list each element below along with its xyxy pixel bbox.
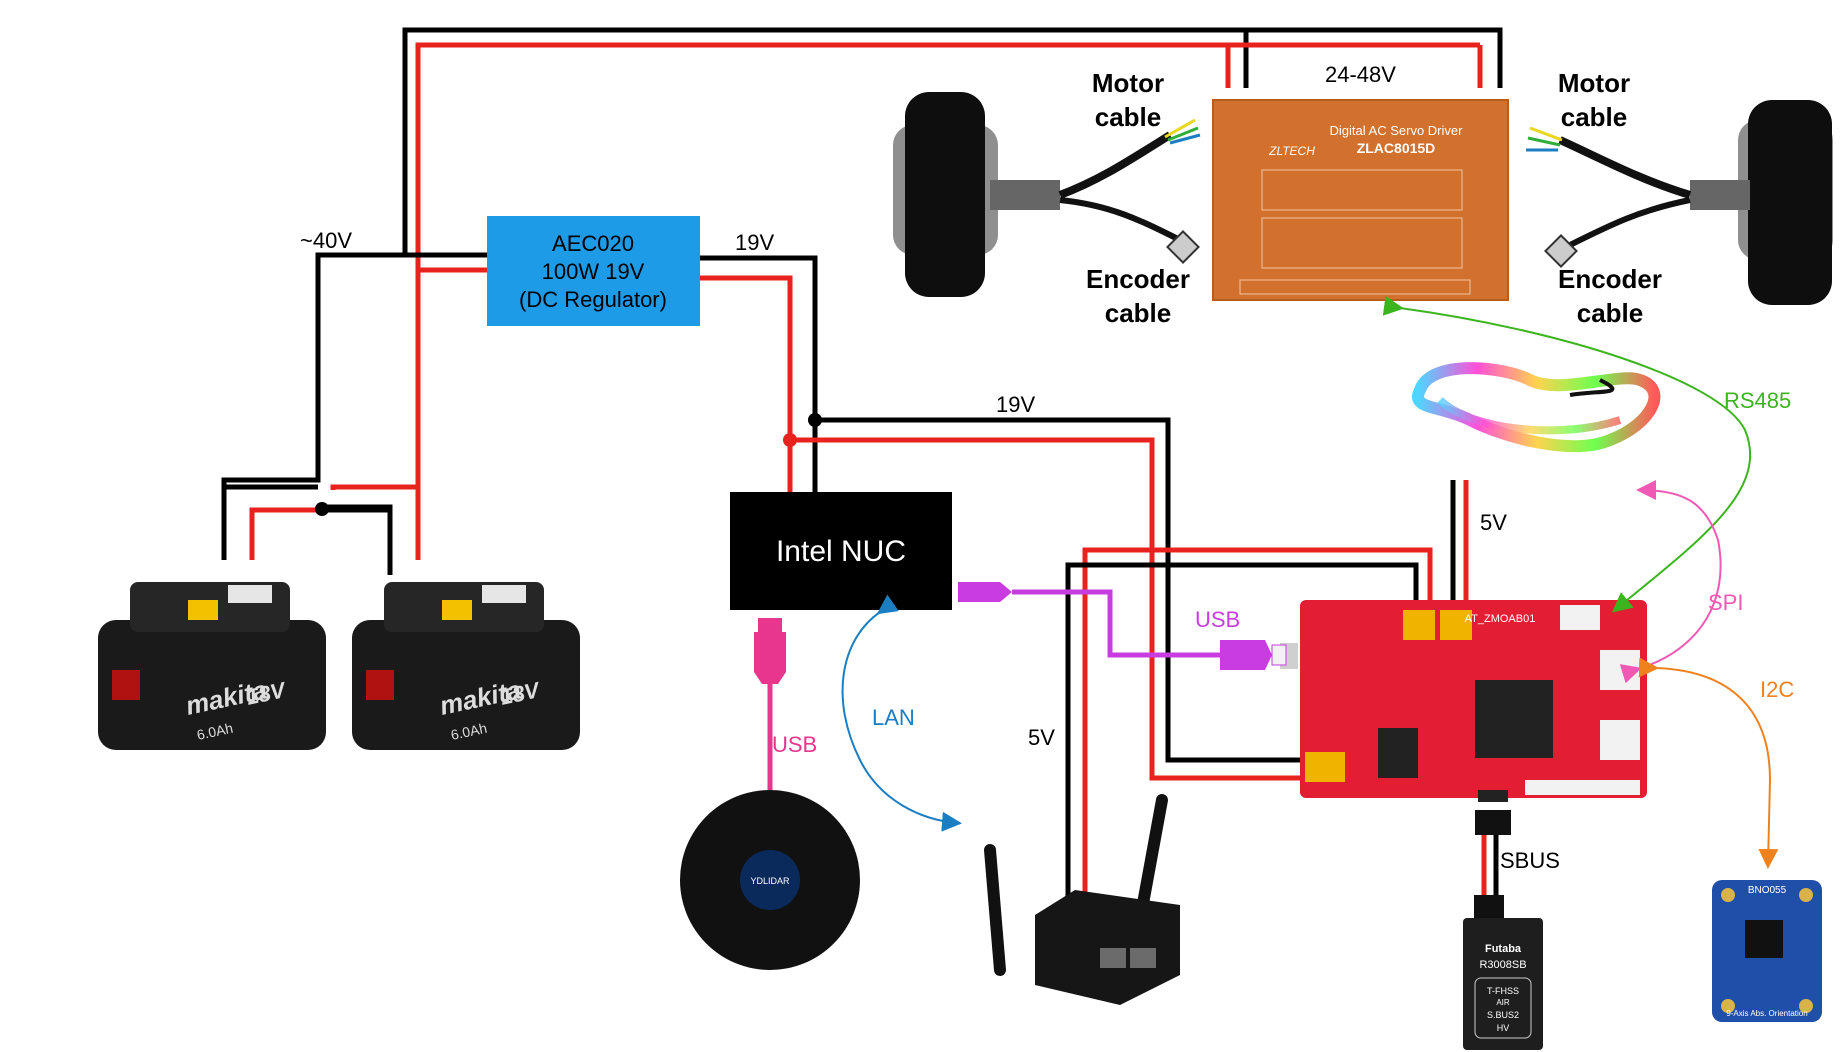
label-usb-board: USB (1195, 607, 1240, 632)
arrow-spi (1619, 480, 1722, 684)
voltage-40v: ~40V (300, 228, 352, 253)
motor-cable-left-line1: Motor (1092, 68, 1164, 98)
motor-cable-right-line2: cable (1561, 102, 1628, 132)
dc-regulator: AEC020 100W 19V (DC Regulator) (487, 216, 700, 326)
receiver-model: R3008SB (1479, 959, 1526, 971)
encoder-cable-right-line1: Encoder (1558, 264, 1662, 294)
receiver-tag3: S.BUS2 (1487, 1010, 1519, 1020)
wheel-right (1526, 100, 1833, 305)
arrow-lan (841, 594, 962, 832)
receiver-tag2: AIR (1496, 998, 1510, 1007)
servo-driver-line2: ZLAC8015D (1357, 140, 1436, 156)
battery-right: makita 18V 6.0Ah (352, 582, 580, 750)
label-spi: SPI (1708, 590, 1743, 615)
battery-left: makita 18V 6.0Ah (98, 582, 326, 750)
motor-cable-left (1058, 131, 1173, 199)
servo-driver-brand: ZLTECH (1268, 144, 1315, 158)
battery-left-capacity: 6.0Ah (195, 720, 234, 743)
encoder-cable-right (1568, 197, 1691, 248)
wire-board-black (815, 417, 1300, 763)
power-wiring (221, 27, 1503, 915)
voltage-24-48v: 24-48V (1325, 62, 1396, 87)
encoder-cable-left (1059, 197, 1182, 243)
lidar-brand: YDLIDAR (750, 876, 790, 886)
wire-reg-out-red (700, 275, 793, 440)
usb-board-cable (958, 582, 1287, 670)
regulator-line1: AEC020 (552, 231, 634, 256)
label-sbus: SBUS (1500, 848, 1560, 873)
rc-receiver: Futaba R3008SB T-FHSS AIR S.BUS2 HV (1463, 810, 1543, 1050)
router (984, 794, 1180, 1005)
arrow-rs485 (1382, 295, 1752, 613)
servo-driver-line1: Digital AC Servo Driver (1330, 123, 1464, 138)
signal-arrows (841, 295, 1779, 869)
motor-cable-left-line2: cable (1095, 102, 1162, 132)
connection-labels: RS485 SPI I2C USB USB LAN SBUS (772, 388, 1794, 873)
receiver-brand: Futaba (1485, 943, 1522, 955)
motor-cable-right (1558, 136, 1692, 199)
wire-driver-gnd-top (1246, 27, 1503, 88)
label-rs485: RS485 (1724, 388, 1791, 413)
voltage-5v-router: 5V (1028, 725, 1055, 750)
label-usb-lidar: USB (772, 732, 817, 757)
voltage-5v-led: 5V (1480, 510, 1507, 535)
encoder-cable-left-line2: cable (1105, 298, 1172, 328)
wheel-left (893, 92, 1201, 297)
servo-driver: Digital AC Servo Driver ZLAC8015D ZLTECH (1212, 99, 1509, 301)
imu-name: BNO055 (1748, 885, 1787, 896)
motor-cable-right-line1: Motor (1558, 68, 1630, 98)
encoder-cable-left-line1: Encoder (1086, 264, 1190, 294)
arrow-i2c (1638, 657, 1779, 869)
label-lan: LAN (872, 705, 915, 730)
intel-nuc: Intel NUC (730, 492, 952, 610)
wire-batt-left-red (249, 507, 393, 560)
control-board: AT_ZMOAB01 (1280, 600, 1647, 802)
junction-battery (315, 502, 329, 516)
wire-batt-left-black (221, 484, 318, 560)
wire-reg-out-black (700, 255, 818, 420)
nuc-label: Intel NUC (776, 535, 906, 568)
regulator-line3: (DC Regulator) (519, 287, 667, 312)
receiver-tag4: HV (1497, 1023, 1510, 1033)
wire-board-red (790, 437, 1300, 781)
led-strip (1412, 362, 1661, 453)
usb-lidar-cable (754, 618, 786, 790)
label-i2c: I2C (1760, 677, 1794, 702)
board-name: AT_ZMOAB01 (1465, 613, 1536, 625)
imu-desc: 9-Axis Abs. Orientation (1726, 1009, 1807, 1018)
receiver-tag1: T-FHSS (1487, 986, 1519, 996)
imu-board: BNO055 9-Axis Abs. Orientation (1712, 880, 1822, 1022)
regulator-line2: 100W 19V (542, 259, 645, 284)
wire-ground-main (221, 27, 1249, 490)
voltage-19v-regulator: 19V (735, 230, 774, 255)
encoder-cable-right-line2: cable (1577, 298, 1644, 328)
wire-batt-mid-black (322, 504, 393, 575)
voltage-19v-nuc: 19V (996, 392, 1035, 417)
lidar: YDLIDAR (680, 790, 860, 970)
battery-right-capacity: 6.0Ah (449, 720, 488, 743)
